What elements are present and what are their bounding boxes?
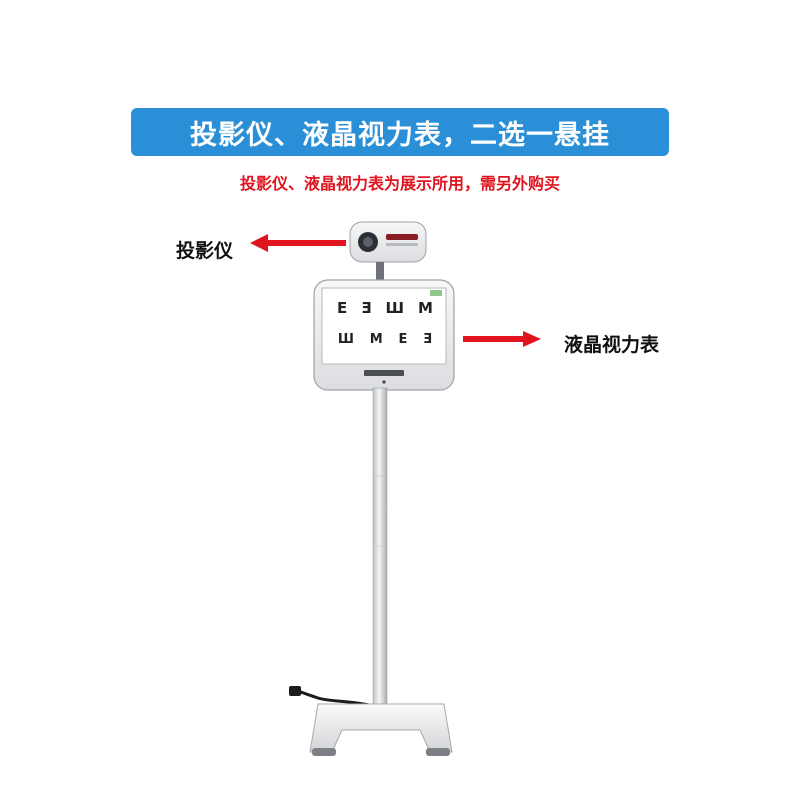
- optotype: Ш: [385, 299, 405, 317]
- eye-chart-row-1: E Ǝ Ш M: [330, 299, 440, 317]
- optotype: Ǝ: [423, 332, 433, 347]
- optotype: M: [369, 332, 383, 347]
- lcd-chart-label: 液晶视力表: [564, 334, 660, 356]
- optotype: M: [418, 299, 433, 317]
- optotype: Ш: [337, 332, 354, 347]
- projector-label: 投影仪: [176, 240, 234, 262]
- optotype: Ǝ: [361, 299, 372, 317]
- arrow-left-icon: [250, 234, 346, 252]
- eye-chart-row-2: Ш M E Ǝ: [330, 332, 440, 347]
- subtitle-note: 投影仪、液晶视力表为展示所用，需另外购买: [239, 174, 560, 193]
- arrow-right-icon: [463, 331, 541, 347]
- stand-base: [309, 703, 453, 756]
- optotype: E: [337, 299, 348, 317]
- projector-device: [349, 221, 427, 282]
- title-banner: 投影仪、液晶视力表，二选一悬挂: [131, 108, 669, 156]
- banner-title: 投影仪、液晶视力表，二选一悬挂: [190, 119, 610, 151]
- optotype: E: [398, 332, 408, 347]
- lcd-vision-chart: [313, 279, 455, 391]
